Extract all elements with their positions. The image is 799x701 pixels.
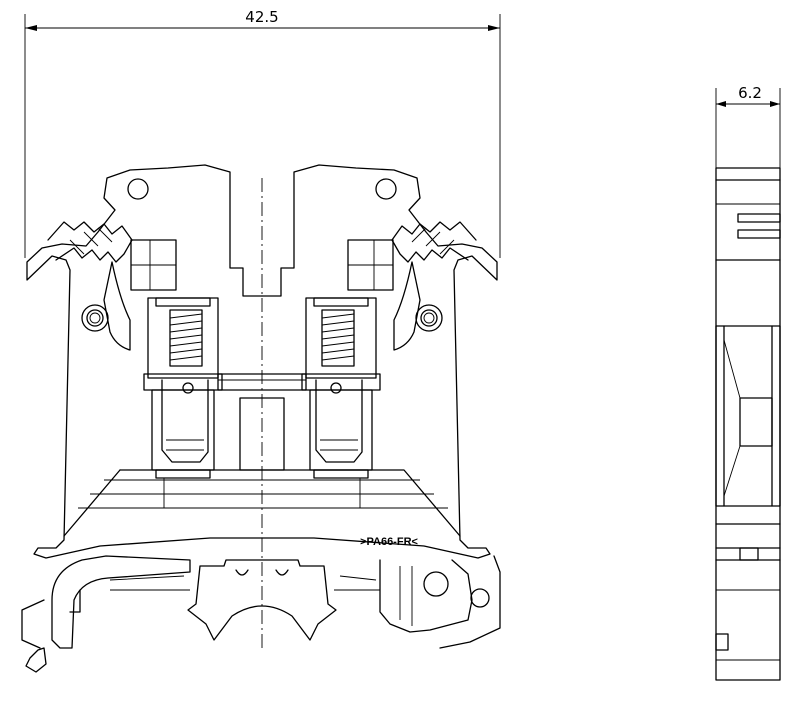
clamp-left [143,297,223,479]
screw-window-left [130,239,177,291]
screw-ring-left [81,304,109,332]
upper-hole-left [127,178,149,200]
screw-ring-right [415,304,443,332]
upper-hole-right [375,178,397,200]
front-view: >PA66-FR< [21,164,501,673]
clamp-right [301,297,381,479]
material-marking: >PA66-FR< [360,536,418,548]
thickness-dimension: 6.2 [715,84,781,168]
width-dimension-label: 42.5 [245,8,278,26]
thickness-dimension-label: 6.2 [738,84,762,102]
side-view: 6.2 [715,84,781,681]
din-rail-foot [21,555,501,673]
screw-window-right [347,239,394,291]
housing-outline [26,164,263,559]
width-dimension: 42.5 [24,8,501,258]
